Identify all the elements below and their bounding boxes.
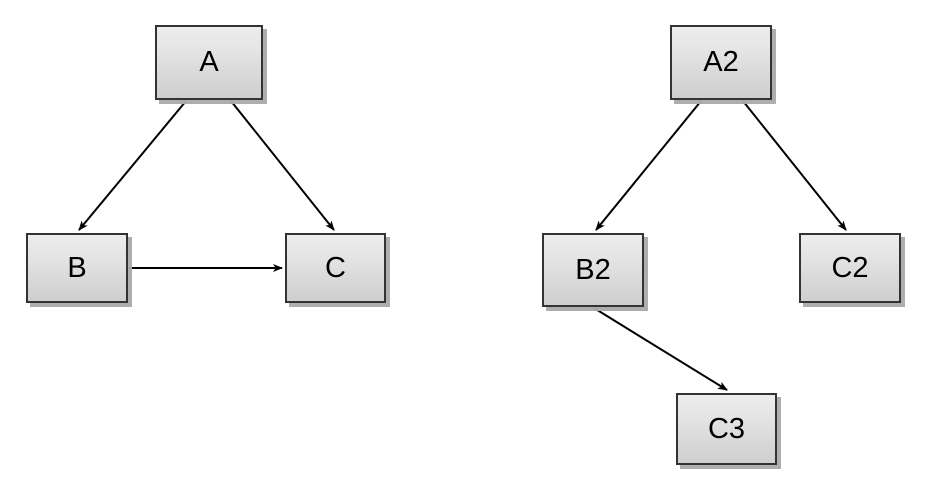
node-c3-label: C3 [707,412,746,445]
edge-a2-b2[interactable] [595,100,702,231]
node-b-label: B [67,251,87,284]
node-a[interactable]: A [155,25,263,100]
node-b2[interactable]: B2 [542,233,644,307]
node-a-label: A [199,46,219,78]
edge-a-c[interactable] [230,100,335,231]
node-c2-label: C2 [831,251,869,284]
node-c[interactable]: C [285,233,386,303]
edge-a-b[interactable] [78,100,187,231]
node-c2[interactable]: C2 [799,233,901,303]
node-c-label: C [325,251,346,284]
node-b[interactable]: B [26,233,128,303]
edges-group [78,100,847,391]
node-a2-label: A2 [703,46,739,78]
edge-a2-c2[interactable] [742,100,847,231]
node-c3[interactable]: C3 [676,393,777,465]
edge-b2-c3[interactable] [593,307,728,391]
node-b2-label: B2 [575,253,611,286]
node-a2[interactable]: A2 [670,25,772,100]
